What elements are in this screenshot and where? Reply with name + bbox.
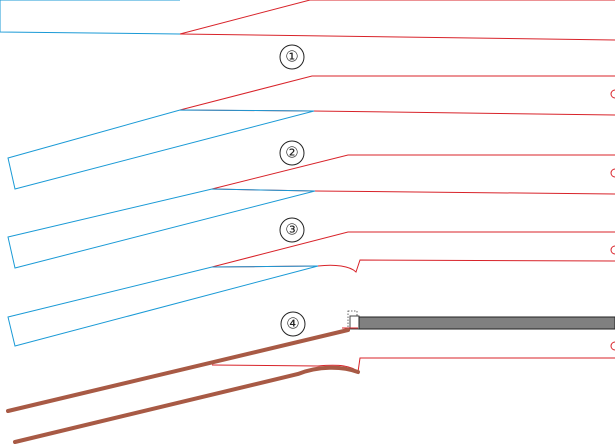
- fixed-part-outline: [179, 0, 615, 35]
- stage-step-4: ④: [6, 310, 615, 444]
- bent-part-lower-edge: [13, 365, 360, 444]
- step-3-label: ③: [285, 222, 298, 239]
- step-1-marker: [279, 44, 305, 70]
- fixed-part-outline-bottom: [179, 33, 615, 41]
- step-4-marker: [280, 311, 306, 337]
- step-3-marker: [279, 217, 305, 243]
- fixed-part-outline: [211, 154, 615, 190]
- bent-part-upper-edge: [6, 328, 350, 413]
- stage-step-2: ②: [7, 140, 615, 269]
- stage-step-1: ①: [7, 44, 615, 190]
- fixed-part-outline-bottom: [211, 259, 615, 273]
- moving-part-outline: [7, 109, 315, 190]
- step-4-label: ④: [286, 316, 299, 333]
- fixed-part-end-arc: [610, 341, 615, 351]
- fixed-part-outline: [211, 231, 615, 268]
- step-2-marker: [279, 140, 305, 166]
- moving-part-outline: [0, 0, 181, 35]
- stage-initial: [0, 0, 615, 41]
- fixed-part-outline: [179, 75, 615, 111]
- fixed-part-end-arc: [610, 168, 615, 178]
- fixed-part-outline-bottom: [211, 357, 615, 374]
- press-bar: [358, 316, 615, 330]
- moving-part-outline: [7, 188, 316, 269]
- step-1-label: ①: [285, 49, 298, 66]
- stage-step-3: ③: [7, 217, 615, 347]
- moving-part-outline: [7, 265, 319, 347]
- fixed-part-end-arc: [610, 245, 615, 255]
- pressing-block: [349, 315, 360, 330]
- step-2-label: ②: [285, 145, 298, 162]
- fixed-part-end-arc: [610, 89, 615, 99]
